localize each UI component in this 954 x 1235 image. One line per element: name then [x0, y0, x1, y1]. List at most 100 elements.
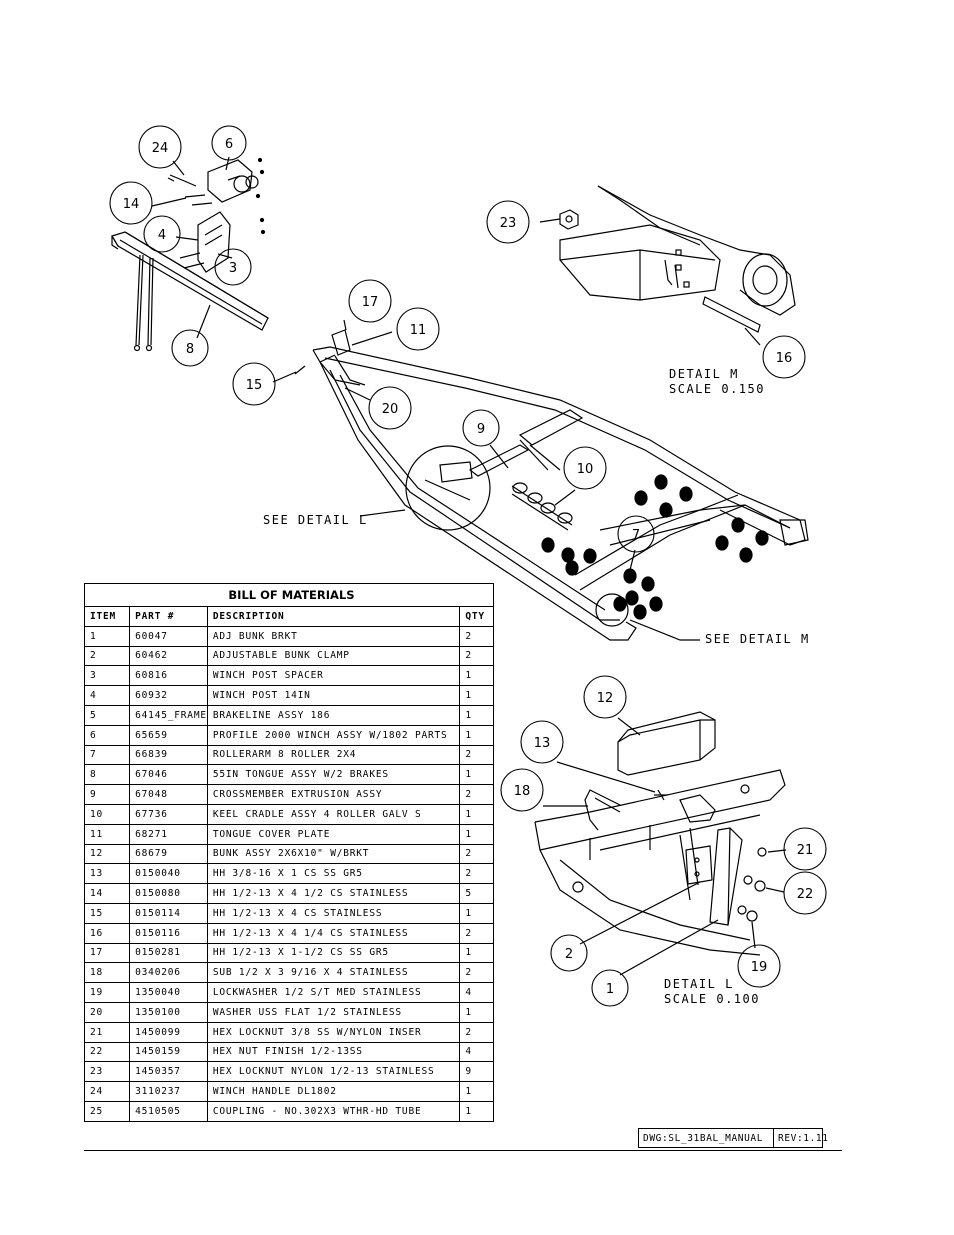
balloon-7: 7	[617, 515, 655, 553]
bom-qty: 1	[459, 803, 494, 825]
bom-qty: 1	[459, 1100, 494, 1122]
balloon-12: 12	[583, 675, 627, 719]
bom-part-number: 60462	[129, 645, 208, 667]
bom-part-number: 4510505	[129, 1100, 208, 1122]
bom-description: WINCH POST 14IN	[206, 685, 461, 706]
bom-part-number: 67046	[129, 764, 208, 786]
balloon-20: 20	[368, 386, 412, 430]
bom-item: 10	[83, 803, 131, 825]
balloon-16: 16	[762, 335, 806, 379]
balloon-11-label: 11	[410, 323, 427, 338]
balloon-7-label: 7	[632, 528, 640, 543]
bom-item: 20	[83, 1001, 131, 1023]
balloon-12-label: 12	[597, 691, 614, 706]
bom-description: WASHER USS FLAT 1/2 STAINLESS	[206, 1001, 461, 1023]
bom-part-number: 64145_FRAME	[129, 704, 208, 726]
bom-qty: 2	[459, 1021, 494, 1043]
bom-item: 23	[83, 1061, 131, 1083]
bom-qty: 2	[459, 625, 494, 647]
detail-l-title: DETAIL L	[664, 977, 734, 991]
bom-part-number: 0340206	[129, 962, 208, 984]
balloon-11: 11	[396, 307, 440, 351]
bom-qty: 4	[459, 1041, 494, 1063]
bom-qty: 2	[459, 744, 494, 766]
balloon-21: 21	[783, 827, 827, 871]
bom-qty: 2	[459, 784, 494, 805]
bom-part-number: 65659	[129, 724, 208, 746]
bom-description: BUNK ASSY 2X6X10" W/BRKT	[206, 843, 461, 865]
bom-item: 1	[83, 625, 131, 647]
balloon-23-label: 23	[500, 216, 517, 231]
bom-part-number: 0150080	[129, 883, 208, 904]
see-detail-m-callout: SEE DETAIL M	[705, 632, 810, 646]
bom-item: 6	[83, 724, 131, 746]
balloon-17: 17	[348, 279, 392, 323]
bom-qty: 2	[459, 962, 494, 984]
bom-header-qty: QTY	[459, 606, 494, 627]
trailer-frame-view	[272, 319, 809, 641]
bom-description: KEEL CRADLE ASSY 4 ROLLER GALV S	[206, 803, 461, 825]
bom-part-number: 1350100	[129, 1001, 208, 1023]
bom-description: CROSSMEMBER EXTRUSION ASSY	[206, 784, 461, 805]
bom-item: 15	[83, 902, 131, 924]
bom-description: ADJ BUNK BRKT	[206, 625, 461, 647]
balloon-8-label: 8	[186, 342, 194, 357]
bom-part-number: 68271	[129, 823, 208, 845]
bom-description: HEX LOCKNUT NYLON 1/2-13 STAINLESS	[206, 1061, 461, 1083]
bom-qty: 2	[459, 645, 494, 667]
balloon-16-label: 16	[776, 351, 793, 366]
bom-qty: 9	[459, 1061, 494, 1083]
detail-l-view	[534, 711, 787, 976]
bom-description: BRAKELINE ASSY 186	[206, 704, 461, 726]
balloon-15: 15	[232, 362, 276, 406]
bom-qty: 1	[459, 724, 494, 746]
bom-part-number: 68679	[129, 843, 208, 865]
bom-description: HEX LOCKNUT 3/8 SS W/NYLON INSER	[206, 1021, 461, 1043]
balloon-9: 9	[462, 409, 500, 447]
bom-item: 11	[83, 823, 131, 845]
bom-part-number: 0150040	[129, 863, 208, 885]
bom-qty: 2	[459, 922, 494, 944]
bom-part-number: 0150114	[129, 902, 208, 924]
balloon-21-label: 21	[797, 843, 814, 858]
bom-part-number: 1450159	[129, 1041, 208, 1063]
balloon-8: 8	[171, 329, 209, 367]
bom-item: 16	[83, 922, 131, 944]
bom-qty: 5	[459, 883, 494, 904]
bom-part-number: 67048	[129, 784, 208, 805]
bom-item: 21	[83, 1021, 131, 1043]
balloon-14-label: 14	[123, 197, 140, 212]
bom-part-number: 67736	[129, 803, 208, 825]
detail-l-scale: SCALE 0.100	[664, 992, 760, 1006]
balloon-15-label: 15	[246, 378, 263, 393]
bottom-rule	[84, 1150, 842, 1151]
bom-item: 4	[83, 685, 131, 706]
bom-qty: 1	[459, 665, 494, 687]
balloon-17-label: 17	[362, 295, 379, 310]
bom-qty: 1	[459, 1001, 494, 1023]
balloon-10-label: 10	[577, 462, 594, 477]
bom-item: 24	[83, 1081, 131, 1102]
bom-qty: 1	[459, 704, 494, 726]
drawing-number: DWG:SL_31BAL_MANUAL	[639, 1129, 774, 1147]
balloon-2: 2	[550, 934, 588, 972]
revision: REV:1.11	[778, 1132, 829, 1144]
bom-header-row: ITEM PART # DESCRIPTION QTY	[83, 606, 494, 627]
bom-header-description: DESCRIPTION	[206, 606, 461, 627]
bom-item: 12	[83, 843, 131, 865]
bom-qty: 2	[459, 843, 494, 865]
bom-item: 2	[83, 645, 131, 667]
